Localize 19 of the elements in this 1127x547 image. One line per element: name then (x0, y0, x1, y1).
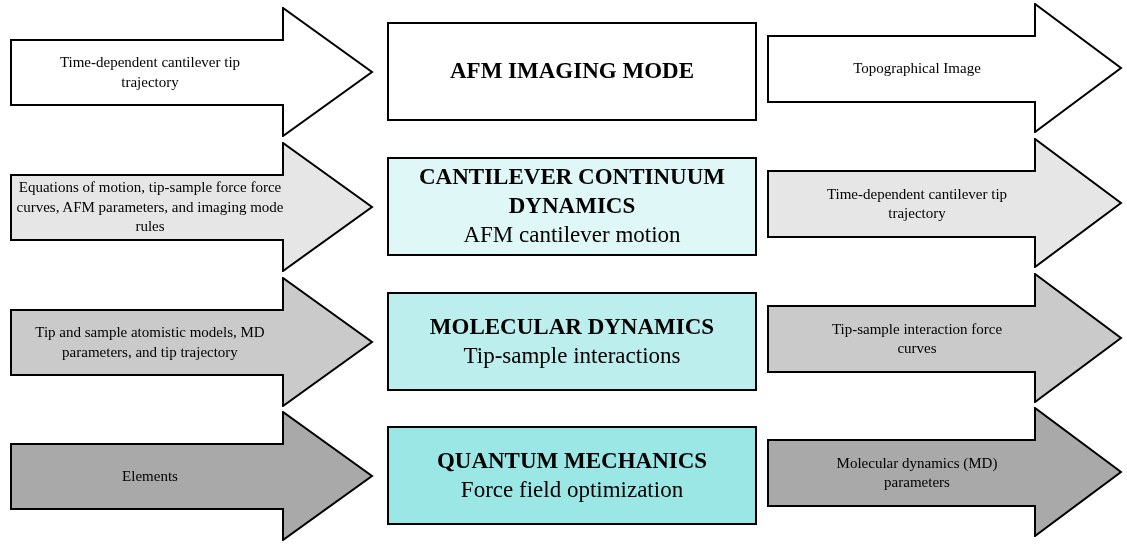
arrow-label: Topographical Image (853, 59, 981, 79)
box-subtitle: Force field optimization (459, 475, 685, 504)
box-title: MOLECULAR DYNAMICS (428, 312, 716, 341)
arrow-label: Tip-sample interaction force curves (830, 319, 1004, 358)
box-subtitle: Tip-sample interactions (462, 341, 682, 370)
box-title: CANTILEVER CONTINUUM DYNAMICS (417, 163, 727, 221)
process-box (387, 292, 757, 391)
process-box (387, 157, 757, 256)
arrow-label: Molecular dynamics (MD) parameters (835, 453, 999, 492)
process-box (387, 22, 757, 121)
box-title: AFM IMAGING MODE (449, 57, 695, 86)
box-title: QUANTUM MECHANICS (435, 446, 709, 475)
arrow-label: Time-dependent cantilever tip trajectory (58, 53, 242, 92)
process-box (387, 426, 757, 525)
arrow-label: Elements (122, 466, 178, 486)
box-subtitle: AFM cantilever motion (462, 220, 682, 249)
arrow-label: Equations of motion, tip-sample force force curves, AFM parameters, and imaging mode rules (15, 178, 285, 237)
arrow-label: Time-dependent cantilever tip trajectory (825, 184, 1009, 223)
arrow-label: Tip and sample atomistic models, MD parameters, and tip trajectory (34, 323, 266, 362)
